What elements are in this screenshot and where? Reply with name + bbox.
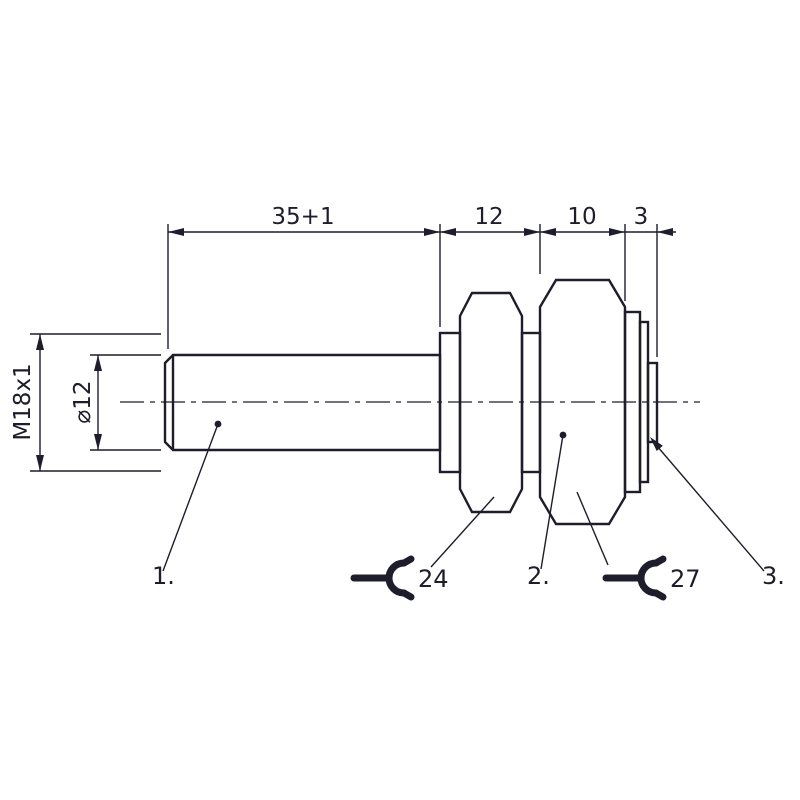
dim-thread-label: M18x1 [10, 363, 36, 440]
dim-body-length-label: 10 [567, 204, 596, 230]
wrench-size-24: 24 [350, 496, 495, 601]
dim-thread: M18x1 [10, 333, 161, 472]
wrench-size-24-label: 24 [418, 565, 449, 593]
dim-probe-length: 35+1 [167, 204, 441, 349]
callout-1-label: 1. [152, 562, 175, 590]
callout-1: 1. [152, 420, 222, 590]
callout-3: 3. [650, 437, 785, 590]
wrench-size-27-label: 27 [670, 565, 701, 593]
callout-3-label: 3. [762, 562, 785, 590]
hex-body-27 [538, 278, 627, 526]
dim-probe-length-label: 35+1 [271, 204, 334, 230]
callout-2-label: 2. [527, 562, 550, 590]
wrench-24-icon [350, 555, 415, 601]
dim-probe-diameter: ⌀12 [70, 354, 161, 451]
dim-hex-section-length: 12 [440, 204, 541, 274]
dim-probe-diameter-label: ⌀12 [70, 380, 96, 423]
dim-hex-section-label: 12 [474, 204, 503, 230]
dim-body-length: 10 [540, 204, 626, 301]
callout-2: 2. [527, 431, 567, 590]
dim-tip-length: 3 [625, 204, 676, 357]
wrench-size-27: 27 [576, 491, 701, 601]
wrench-27-icon [602, 555, 667, 601]
hex-nut-24 [458, 291, 524, 514]
dim-tip-length-label: 3 [634, 204, 649, 230]
